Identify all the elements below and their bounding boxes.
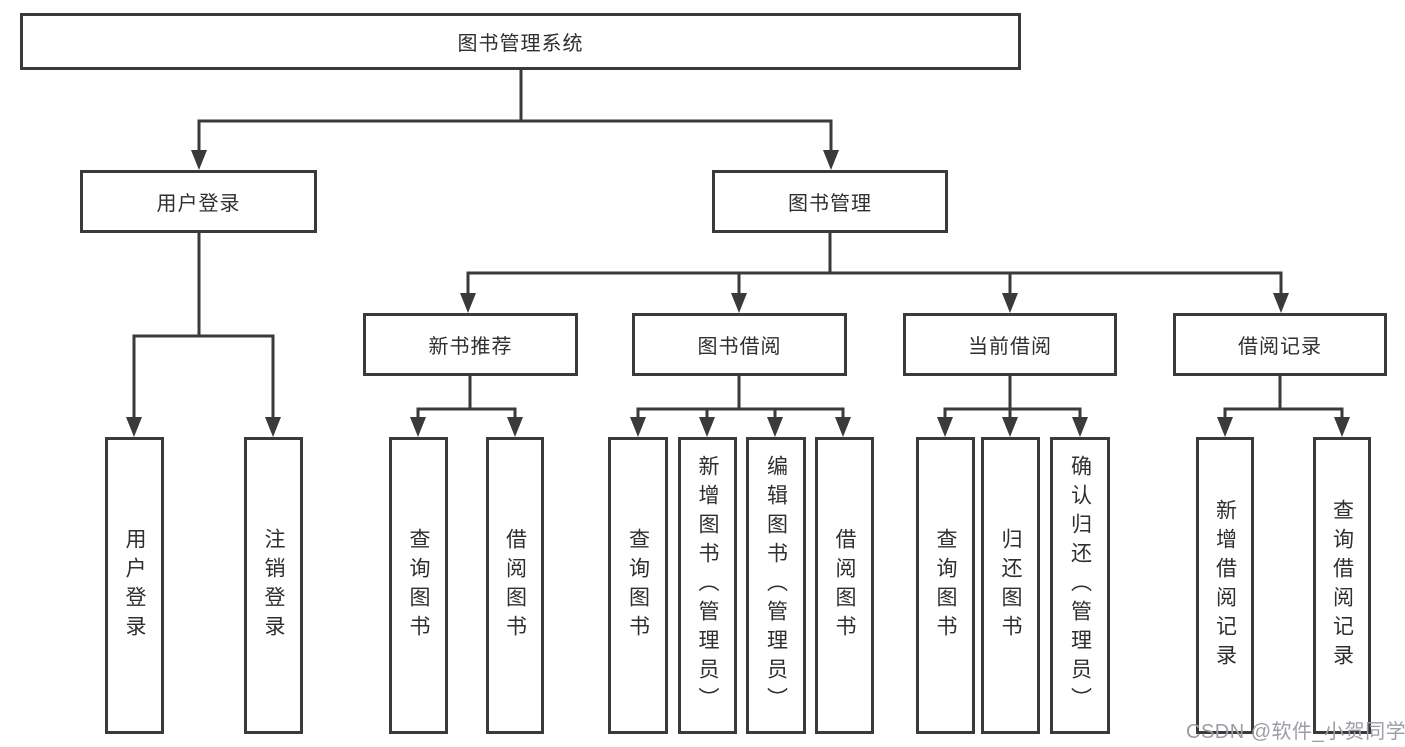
leaf-user-login: 用户登录 (105, 437, 164, 734)
leaf-return-book-label: 归还图书 (999, 527, 1022, 644)
leaf-confirm-return-admin: 确认归还（管理员） (1050, 437, 1110, 734)
leaf-add-borrow-record: 新增借阅记录 (1196, 437, 1254, 734)
leaf-borrow-book: 借阅图书 (815, 437, 874, 734)
leaf-newbook-borrow-book: 借阅图书 (486, 437, 544, 734)
node-book-borrow-label: 图书借阅 (697, 336, 782, 358)
connectors-book-management (460, 233, 1289, 313)
connectors-borrow-record (1217, 376, 1350, 437)
leaf-borrow-query-book: 查询图书 (608, 437, 668, 734)
node-book-management-label: 图书管理 (788, 193, 872, 215)
connectors-book-borrow (630, 376, 851, 437)
leaf-query-borrow-record-label: 查询借阅记录 (1330, 498, 1354, 673)
leaf-newbook-query-book-label: 查询图书 (407, 527, 430, 644)
leaf-edit-book-admin-label: 编辑图书（管理员） (764, 455, 788, 716)
node-user-login: 用户登录 (80, 170, 317, 233)
node-current-borrow-label: 当前借阅 (968, 336, 1052, 358)
node-current-borrow: 当前借阅 (903, 313, 1117, 376)
leaf-logout-label: 注销登录 (262, 527, 285, 644)
node-root-system: 图书管理系统 (20, 13, 1021, 70)
connectors-new-book-recommend (410, 376, 523, 437)
leaf-query-borrow-record: 查询借阅记录 (1313, 437, 1371, 734)
leaf-current-query-book-label: 查询图书 (934, 527, 957, 644)
leaf-newbook-query-book: 查询图书 (389, 437, 448, 734)
leaf-return-book: 归还图书 (981, 437, 1040, 734)
node-user-login-label: 用户登录 (156, 193, 241, 215)
leaf-logout: 注销登录 (244, 437, 303, 734)
leaf-confirm-return-admin-label: 确认归还（管理员） (1068, 455, 1092, 716)
connectors-user-login (126, 233, 281, 437)
leaf-add-book-admin: 新增图书（管理员） (678, 437, 737, 734)
csdn-watermark: CSDN @软件_小贺同学 (1186, 721, 1405, 743)
node-book-borrow: 图书借阅 (632, 313, 847, 376)
leaf-user-login-label: 用户登录 (123, 527, 146, 644)
leaf-current-query-book: 查询图书 (916, 437, 975, 734)
node-root-system-label: 图书管理系统 (457, 33, 584, 55)
node-borrow-record: 借阅记录 (1173, 313, 1387, 376)
node-new-book-recommend: 新书推荐 (363, 313, 578, 376)
leaf-edit-book-admin: 编辑图书（管理员） (746, 437, 806, 734)
leaf-borrow-book-label: 借阅图书 (833, 527, 856, 644)
leaf-add-book-admin-label: 新增图书（管理员） (696, 455, 719, 716)
connectors-current-borrow (937, 376, 1088, 437)
leaf-newbook-borrow-book-label: 借阅图书 (503, 527, 527, 644)
leaf-add-borrow-record-label: 新增借阅记录 (1213, 498, 1237, 673)
node-new-book-recommend-label: 新书推荐 (428, 336, 513, 358)
leaf-borrow-query-book-label: 查询图书 (626, 527, 650, 644)
node-book-management: 图书管理 (712, 170, 948, 233)
connectors-root (191, 70, 839, 170)
node-borrow-record-label: 借阅记录 (1238, 336, 1322, 358)
